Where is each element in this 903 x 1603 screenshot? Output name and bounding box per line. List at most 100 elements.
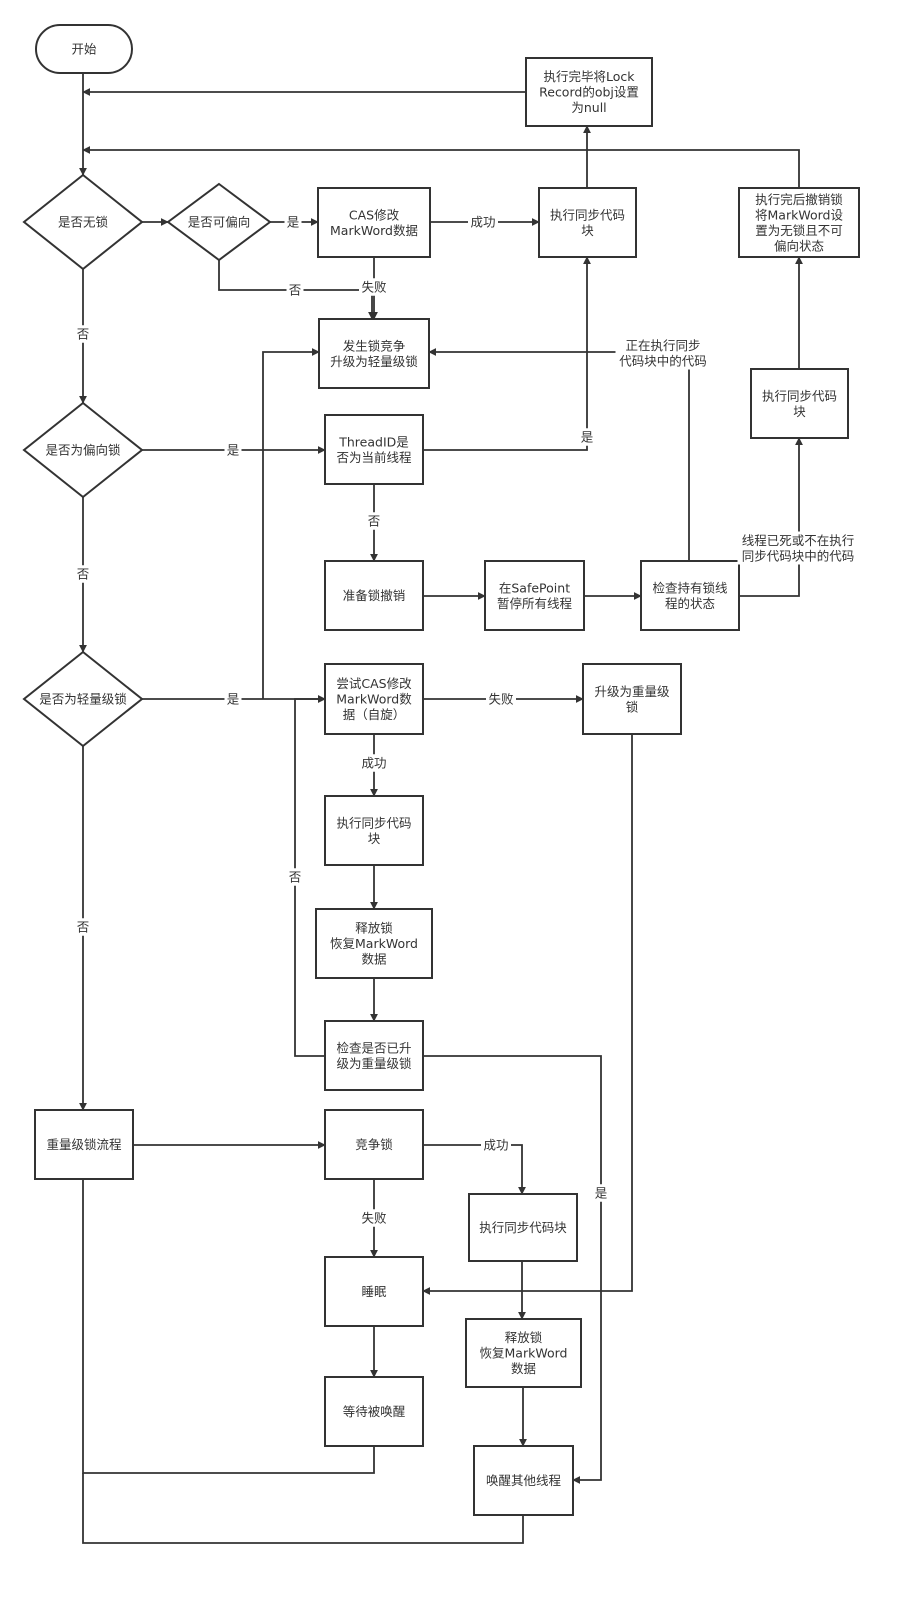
node-start: 开始 [35, 24, 133, 74]
node-check-upgraded-line-2: 级为重量级锁 [336, 1056, 412, 1071]
process-shape [738, 187, 860, 258]
edge-label-success-compete: 成功 [481, 1136, 511, 1154]
edge-label-bg [74, 325, 92, 343]
node-threadid-check-line-1: ThreadID是 [338, 434, 409, 449]
node-heavy-flow: 重量级锁流程 [34, 1109, 134, 1180]
node-exec-sync-1: 执行同步代码块 [538, 187, 637, 258]
node-exec-sync-2-line-1: 执行同步代码 [336, 815, 411, 830]
connector-12 [423, 256, 591, 451]
node-wait-wakeup-line-1: 等待被唤醒 [343, 1404, 406, 1419]
decision-shape [22, 650, 144, 748]
decision-shape [22, 401, 144, 499]
connector-21 [262, 348, 320, 699]
connector-17 [739, 437, 803, 597]
edge-labels-layer: 是成功否失败否是是否正在执行同步代码块中的代码线程已死或不在执行同步代码块中的代… [74, 213, 859, 1227]
edge-label-fail-compete-line-1: 失败 [361, 1211, 387, 1226]
node-is-lightweight: 是否为轻量级锁 [22, 650, 144, 748]
process-shape [484, 560, 585, 631]
node-revoke-done-line-1: 执行完后撤销锁 [755, 192, 843, 207]
node-set-lock-record-line-2: Record的obj设置 [539, 85, 639, 100]
node-start-line-1: 开始 [71, 42, 97, 57]
node-is-biasable-line-1: 是否可偏向 [188, 215, 251, 230]
node-exec-sync-1-line-2: 块 [581, 223, 594, 238]
node-safepoint-pause-line-1: 在SafePoint [499, 580, 570, 595]
edge-label-bg [481, 1136, 511, 1154]
node-compete-lock-line-1: 竞争锁 [355, 1137, 393, 1152]
node-is-biased-line-1: 是否为偏向锁 [45, 443, 121, 458]
process-shape [750, 368, 849, 439]
process-shape [324, 1020, 424, 1091]
edge-label-bg [74, 918, 92, 936]
edge-label-fail-compete: 失败 [359, 1209, 389, 1227]
node-exec-sync-3: 执行同步代码块 [468, 1193, 578, 1262]
connector-16 [428, 348, 690, 561]
edge-label-running-sync-line-1: 正在执行同步 [625, 338, 700, 353]
edge-label-yes-lightweight-line-1: 是 [227, 692, 240, 707]
edge-label-bg [737, 531, 859, 565]
edge-label-yes-biased: 是 [224, 441, 242, 459]
edge-label-no-biasable-line-1: 否 [289, 283, 302, 298]
edge-label-bg [359, 278, 389, 296]
connector-31 [423, 1144, 526, 1195]
node-wake-others-line-1: 唤醒其他线程 [486, 1473, 562, 1488]
process-shape [34, 1109, 134, 1180]
node-release-restore-2-line-3: 数据 [511, 1361, 536, 1376]
edge-label-no-biased: 否 [74, 565, 92, 583]
node-exec-sync-r: 执行同步代码块 [750, 368, 849, 439]
edge-label-no-threadid-line-1: 否 [368, 514, 381, 529]
node-prepare-revoke-line-1: 准备锁撤销 [343, 588, 406, 603]
edge-label-yes-lightweight: 是 [224, 690, 242, 708]
edge-label-fail-spin-line-1: 失败 [488, 692, 514, 707]
node-is-unlocked-line-1: 是否无锁 [58, 215, 109, 230]
process-shape [465, 1318, 582, 1388]
process-shape [315, 908, 433, 979]
edge-label-yes-biasable-line-1: 是 [287, 215, 300, 230]
node-exec-sync-2: 执行同步代码块 [324, 795, 424, 866]
process-shape [473, 1445, 574, 1516]
edge-label-dead-or-not-running-line-2: 同步代码块中的代码 [742, 548, 855, 563]
edge-label-no-threadid: 否 [365, 512, 383, 530]
edge-label-yes-biased-line-1: 是 [227, 443, 240, 458]
edge-label-no-unlocked-line-1: 否 [77, 327, 90, 342]
node-exec-sync-r-line-1: 执行同步代码 [762, 388, 837, 403]
node-set-lock-record-line-1: 执行完毕将Lock [543, 69, 635, 84]
node-try-cas-spin-line-3: 据（自旋） [343, 707, 406, 722]
node-exec-sync-3-line-1: 执行同步代码块 [479, 1220, 567, 1235]
node-check-upgraded-line-1: 检查是否已升 [336, 1040, 411, 1055]
node-sleep-line-1: 睡眠 [361, 1284, 387, 1299]
connector-36 [82, 1179, 375, 1474]
node-compete-lock: 竞争锁 [324, 1109, 424, 1180]
node-check-holder-line-1: 检查持有锁线 [652, 580, 728, 595]
edge-label-success-compete-line-1: 成功 [483, 1138, 508, 1153]
edge-label-yes-biasable: 是 [284, 213, 302, 231]
node-contention-upgrade-line-1: 发生锁竞争 [343, 338, 406, 353]
edge-label-fail-cas: 失败 [359, 278, 389, 296]
node-wake-others: 唤醒其他线程 [473, 1445, 574, 1516]
edge-label-bg [365, 512, 383, 530]
edges-layer [79, 73, 803, 1544]
node-prepare-revoke: 准备锁撤销 [324, 560, 424, 631]
edge-label-no-biasable: 否 [286, 281, 304, 299]
node-upgrade-heavy-line-1: 升级为重量级 [594, 684, 670, 699]
node-exec-sync-1-line-1: 执行同步代码 [550, 207, 625, 222]
node-contention-upgrade-line-2: 升级为轻量级锁 [330, 354, 418, 369]
edge-label-bg [284, 213, 302, 231]
edge-label-success-cas-line-1: 成功 [470, 215, 495, 230]
edge-label-bg [615, 336, 711, 370]
process-shape [324, 1256, 424, 1327]
edge-label-no-lightweight-line-1: 否 [77, 920, 90, 935]
terminal-shape [35, 24, 133, 74]
node-cas-modify-line-2: MarkWord数据 [330, 223, 418, 238]
node-is-unlocked: 是否无锁 [22, 173, 144, 271]
edge-label-bg [578, 428, 596, 446]
edge-label-bg [359, 1209, 389, 1227]
